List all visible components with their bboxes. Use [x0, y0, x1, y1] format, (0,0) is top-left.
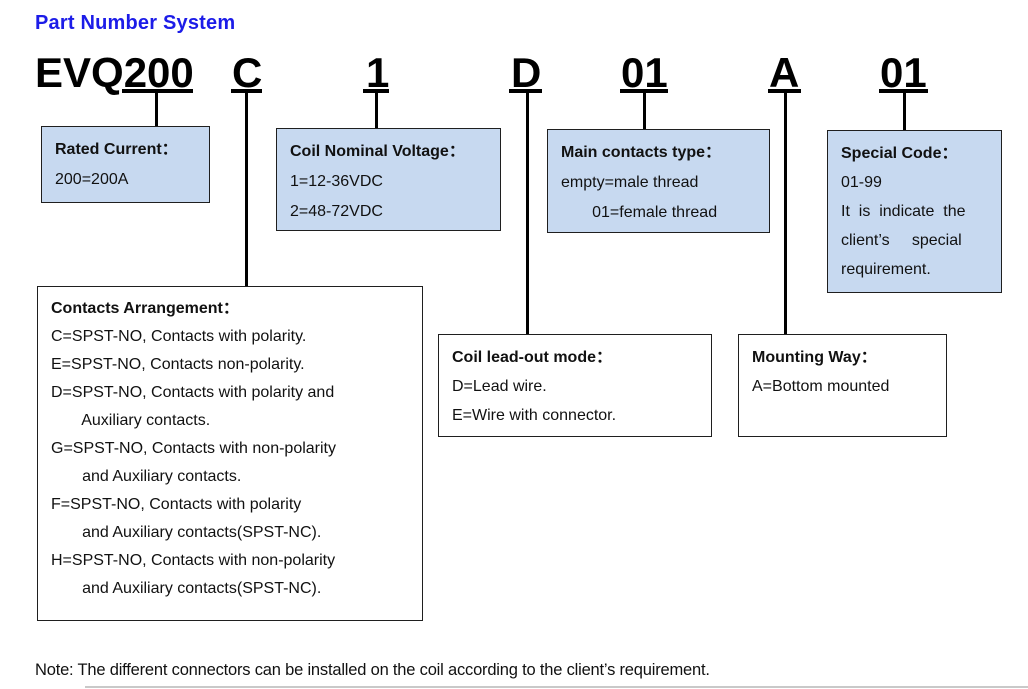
box-line: 1=12-36VDC	[290, 173, 383, 190]
box-lines: D=Lead wire. E=Wire with connector.	[452, 372, 698, 430]
box-title: Contacts Arrangement：	[51, 300, 239, 317]
box-lines: A=Bottom mounted	[752, 372, 933, 401]
box-line: requirement.	[841, 261, 931, 278]
box-line: and Auxiliary contacts(SPST-NC).	[51, 580, 322, 597]
box-special-code: Special Code： 01-99 It is indicate the cli…	[827, 130, 1002, 293]
box-line: 01-99	[841, 174, 882, 191]
connector-line	[245, 91, 248, 286]
box-contacts-arrangement: Contacts Arrangement： C=SPST-NO, Contact…	[37, 286, 423, 621]
box-line: It is indicate the	[841, 203, 966, 220]
box-title: Rated Current：	[55, 141, 178, 158]
box-line: 01=female thread	[561, 204, 718, 221]
connector-line	[155, 91, 158, 126]
segment-contacts-arrangement: C	[232, 49, 263, 96]
box-title: Coil Nominal Voltage：	[290, 143, 465, 160]
segment-lead-out-mode: D	[511, 49, 542, 96]
box-line: D=SPST-NO, Contacts with polarity and	[51, 384, 335, 401]
box-line: and Auxiliary contacts(SPST-NC).	[51, 524, 322, 541]
box-line: client’s special	[841, 232, 962, 249]
box-line: empty=male thread	[561, 174, 699, 191]
box-coil-lead-out-mode: Coil lead-out mode： D=Lead wire. E=Wire w…	[438, 334, 712, 437]
segment-underline	[509, 89, 542, 93]
segment-coil-voltage: 1	[366, 49, 390, 96]
segment-rated-current: EVQ200	[35, 49, 194, 96]
box-title: Coil lead-out mode：	[452, 349, 613, 366]
box-line: 200=200A	[55, 171, 129, 188]
segment-main-contacts: 01	[621, 49, 668, 96]
box-line: and Auxiliary contacts.	[51, 468, 242, 485]
box-coil-nominal-voltage: Coil Nominal Voltage： 1=12-36VDC 2=48-72V…	[276, 128, 501, 231]
box-title: Main contacts type：	[561, 144, 722, 161]
box-line: Auxiliary contacts.	[51, 412, 211, 429]
box-lines: 01-99 It is indicate the client’s special r…	[841, 168, 988, 284]
segment-special-code: 01	[880, 49, 927, 96]
box-line: E=SPST-NO, Contacts non-polarity.	[51, 356, 305, 373]
page-edge-line	[85, 686, 1028, 688]
page-title: Part Number System	[35, 12, 236, 34]
box-line: D=Lead wire.	[452, 378, 547, 395]
connector-line	[643, 91, 646, 130]
box-title: Special Code：	[841, 145, 958, 162]
box-lines: empty=male thread 01=female thread	[561, 168, 756, 228]
box-line: E=Wire with connector.	[452, 407, 617, 424]
box-line: A=Bottom mounted	[752, 378, 890, 395]
connector-line	[903, 91, 906, 131]
box-lines: C=SPST-NO, Contacts with polarity. E=SPST…	[51, 323, 409, 603]
box-rated-current: Rated Current： 200=200A	[41, 126, 210, 203]
connector-line	[784, 91, 787, 334]
connector-line	[375, 91, 378, 129]
box-lines: 1=12-36VDC 2=48-72VDC	[290, 167, 487, 227]
note-text: Note: The different connectors can be in…	[35, 661, 710, 679]
box-main-contacts-type: Main contacts type： empty=male thread 01…	[547, 129, 770, 233]
segment-mounting-way: A	[769, 49, 800, 96]
box-line: H=SPST-NO, Contacts with non-polarity	[51, 552, 336, 569]
connector-line	[526, 91, 529, 334]
box-line: 2=48-72VDC	[290, 203, 383, 220]
box-line: F=SPST-NO, Contacts with polarity	[51, 496, 302, 513]
box-line: C=SPST-NO, Contacts with polarity.	[51, 328, 307, 345]
box-mounting-way: Mounting Way： A=Bottom mounted	[738, 334, 947, 437]
box-line: G=SPST-NO, Contacts with non-polarity	[51, 440, 336, 457]
box-title: Mounting Way：	[752, 349, 877, 366]
box-lines: 200=200A	[55, 165, 196, 195]
